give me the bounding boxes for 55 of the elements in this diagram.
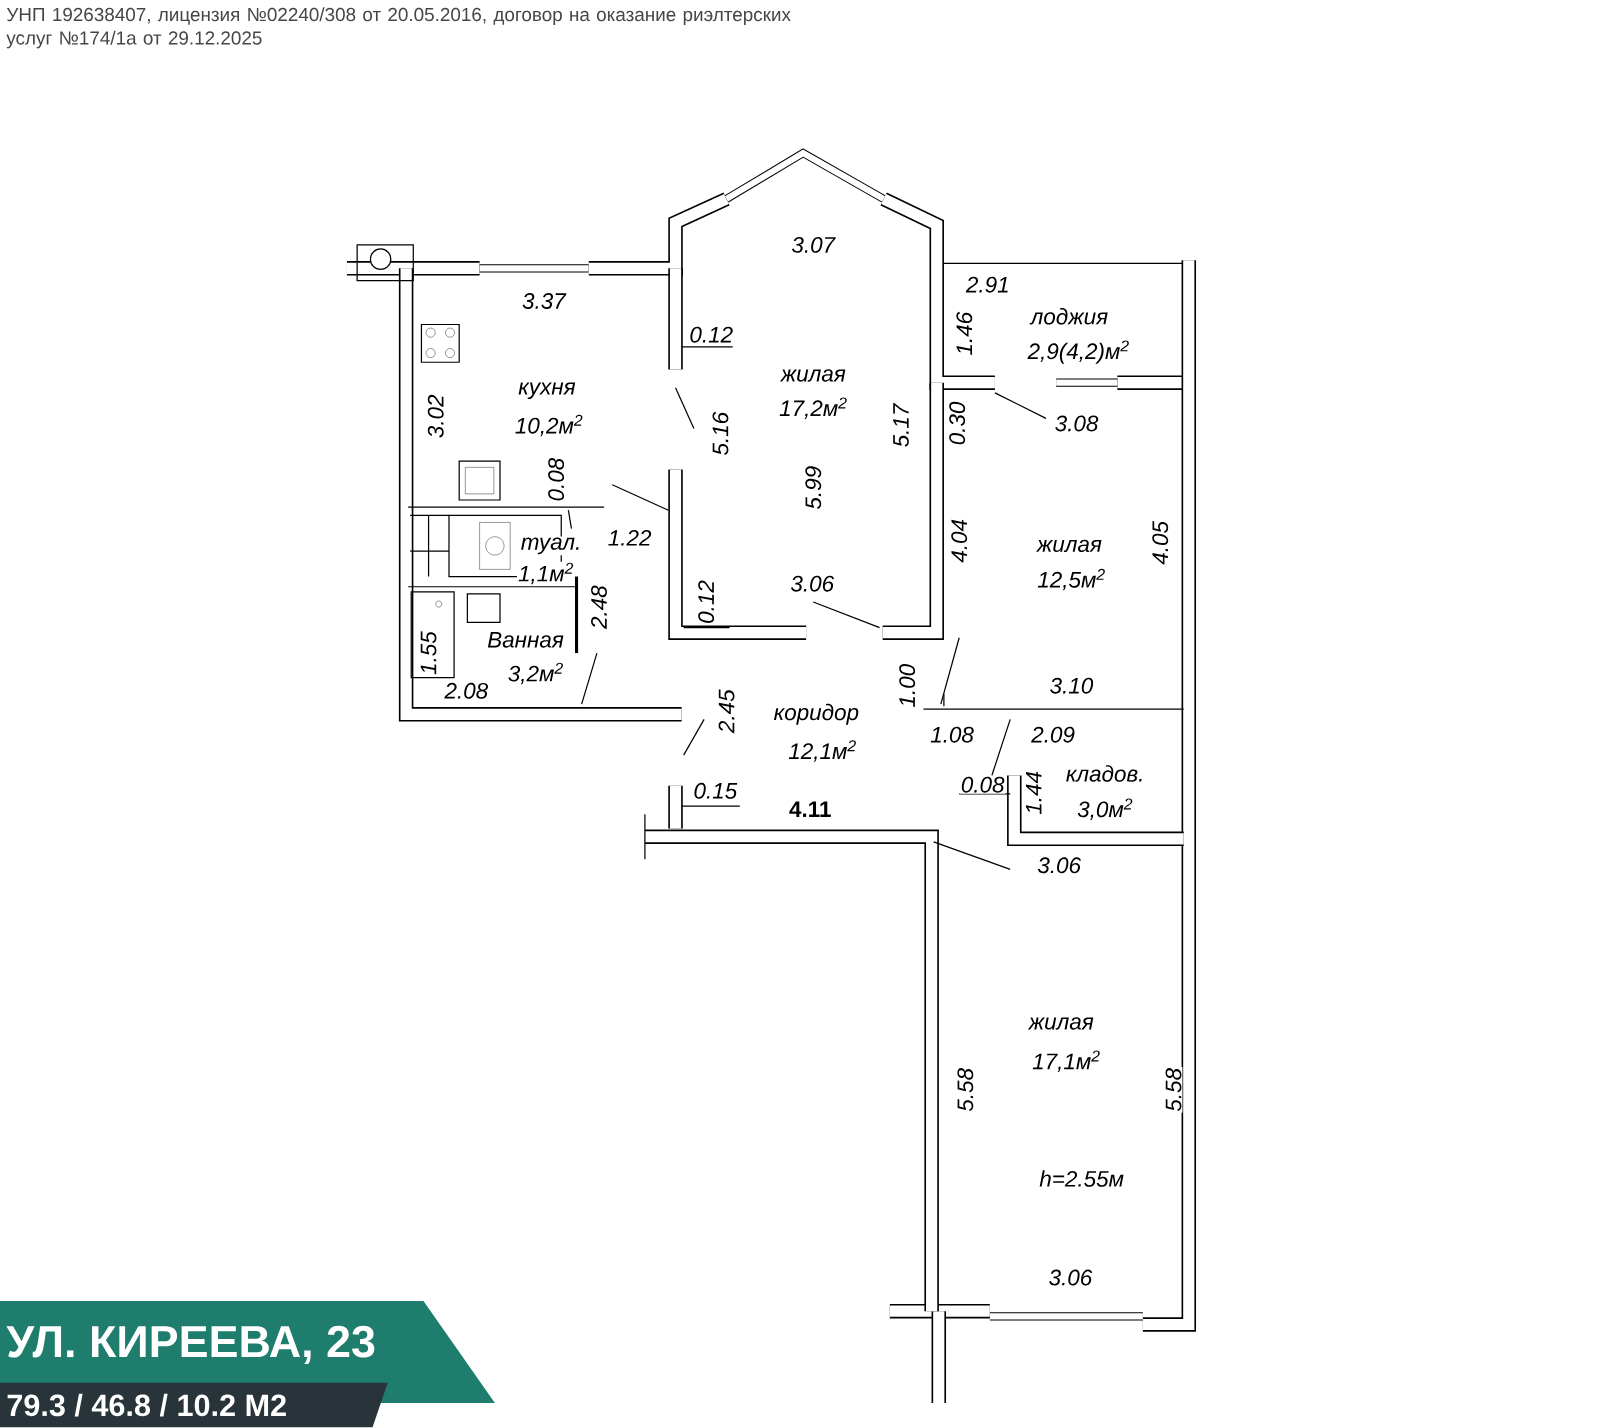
dimension-label: 2.48: [590, 584, 608, 631]
room-label: Ванная: [486, 631, 565, 649]
room-label: 3,0м$^{2}$: [1076, 797, 1135, 822]
dimension-label: 0.15: [692, 782, 739, 800]
dimension-label: 5.17: [892, 402, 910, 449]
dimension-label: 4.11: [787, 800, 833, 819]
dimension-label: 3.08: [1053, 414, 1100, 433]
room-label: жилая: [1027, 1016, 1095, 1031]
dimension-label: 1.46: [955, 311, 974, 357]
dimension-label: 1.08: [929, 725, 975, 744]
dimension-label: 5.99: [804, 465, 823, 511]
dimension-label: 0.08: [959, 775, 1006, 794]
room-label: жилая: [779, 368, 847, 383]
dimension-label: 3.07: [790, 236, 837, 255]
dimension-label: 5.58: [1164, 1067, 1183, 1113]
dimension-label: 3.02: [426, 393, 445, 440]
room-label: 12,1м$^{2}$: [787, 739, 858, 764]
dimension-label: 1.00: [898, 663, 917, 709]
dimension-label: 0.12: [697, 579, 716, 626]
room-label: 17,1м$^{2}$: [1031, 1049, 1102, 1074]
room-label: коридор: [772, 703, 861, 726]
dimension-label: 4.05: [1151, 520, 1170, 566]
room-label: жилая: [1035, 538, 1103, 554]
dimension-label: 2.09: [1030, 725, 1076, 744]
room-label: кладов.: [1064, 764, 1146, 783]
room-label: туал.: [519, 536, 583, 556]
dimension-label: 3.06: [789, 574, 836, 593]
dimension-label: 3.06: [1036, 856, 1083, 875]
room-label: кухня: [517, 381, 577, 401]
dimension-label: 3.06: [1047, 1268, 1094, 1287]
room-label: 2,9(4,2)м$^{2}$: [1026, 339, 1131, 365]
dimension-label: 0.08: [547, 456, 566, 503]
room-label: h=2.55м: [1038, 1169, 1125, 1189]
dimension-label: 0.30: [948, 400, 967, 447]
address-title: УЛ. КИРЕЕВА, 23: [6, 1326, 375, 1365]
room-label: 3,2м$^{2}$: [506, 661, 565, 686]
dimension-label: 3.10: [1048, 676, 1095, 695]
dimension-label: 1.55: [419, 630, 438, 677]
dimension-label: 0.12: [688, 325, 735, 344]
dimension-label: 3.37: [521, 292, 567, 311]
area-caption: 79.3 / 46.8 / 10.2 М2: [7, 1393, 286, 1417]
license-note: УНП 192638407, лицензия №02240/308 от 20.05.2016, договор на оказание риэлтерских услуг №174/1а от 29.12.2025: [6, 7, 791, 49]
room-label: 10,2м$^{2}$: [513, 413, 585, 438]
dimension-label: 5.16: [711, 411, 730, 457]
dimension-label: 2.45: [717, 688, 736, 735]
dimension-label: 2.08: [443, 682, 490, 700]
room-label: 1,1м$^{2}$: [517, 561, 575, 586]
dimension-label: 4.04: [950, 518, 969, 564]
dimension-label: 5.58: [956, 1067, 975, 1113]
room-label: 12,5м$^{2}$: [1036, 568, 1107, 592]
room-label: лоджия: [1029, 307, 1110, 326]
dimension-label: 2.91: [964, 275, 1011, 294]
dimension-label: 1.22: [606, 529, 653, 547]
dimension-label: 1.44: [1024, 770, 1043, 816]
room-label: 17,2м$^{2}$: [778, 396, 849, 421]
